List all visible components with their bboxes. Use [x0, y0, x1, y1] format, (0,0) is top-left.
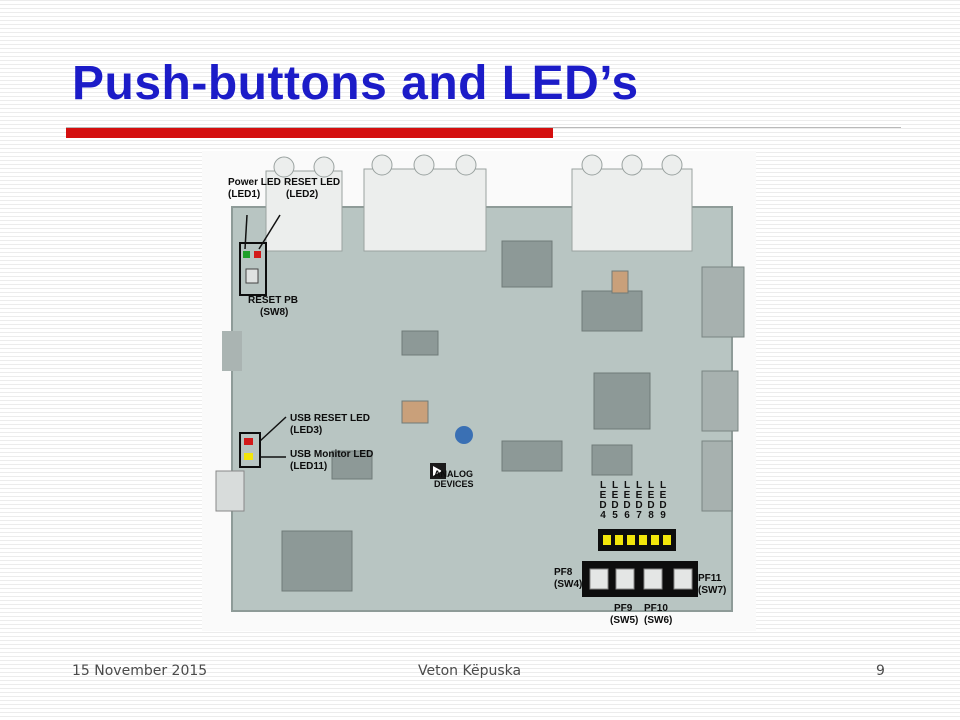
reset-area-box — [239, 242, 267, 296]
power-led-label: Power LED (LED1) — [228, 177, 281, 200]
footer-page-number: 9 — [876, 663, 885, 679]
audio-jacks-right — [571, 154, 693, 252]
audio-jacks-middle — [363, 154, 487, 252]
usb-connector — [215, 470, 245, 512]
board-photo: Power LED (LED1) RESET LED (LED2) RESET … — [202, 151, 756, 631]
pf11-label: PF11 (SW7) — [698, 573, 727, 596]
usb-reset-led-label: USB RESET LED (LED3) — [290, 413, 371, 436]
usb-led-box — [239, 432, 261, 468]
yellow-led-bar — [598, 529, 676, 551]
title-underline — [66, 127, 901, 128]
usb-monitor-led-label: USB Monitor LED (LED11) — [290, 449, 374, 472]
board-illustration — [215, 154, 745, 612]
power-jack — [222, 331, 242, 371]
analog-devices-wordmark: ANALOG DEVICES — [434, 469, 474, 489]
pf8-label: PF8 (SW4) — [554, 567, 583, 590]
pf9-label: PF9 (SW5) — [610, 603, 639, 626]
reset-led-label: RESET LED (LED2) — [284, 177, 341, 200]
pf10-label: PF10 (SW6) — [644, 603, 673, 626]
reset-led-2 — [254, 251, 261, 258]
power-led-1 — [243, 251, 250, 258]
crystal-cap — [455, 426, 473, 444]
led6-label: LED6 — [623, 480, 631, 521]
ics — [281, 240, 651, 592]
footer-author: Veton Këpuska — [418, 663, 522, 679]
reset-pb-label: RESET PB (SW8) — [248, 295, 299, 318]
led8-label: LED8 — [647, 480, 655, 521]
ethernet-connector — [701, 370, 739, 432]
led9-label: LED9 — [659, 480, 667, 521]
led5-label: LED5 — [611, 480, 619, 521]
analog-devices-logo — [430, 463, 446, 479]
user-leds — [603, 535, 671, 545]
audio-jacks-left — [265, 156, 343, 252]
led7-label: LED7 — [635, 480, 643, 521]
led4-label: LED4 — [599, 480, 607, 521]
usb-monitor-led — [244, 453, 253, 460]
expansion-connector — [701, 440, 733, 512]
user-push-buttons — [589, 568, 693, 590]
slide-title: Push-buttons and LED’s — [72, 57, 639, 110]
footer-date: 15 November 2015 — [72, 663, 208, 679]
serial-connector — [701, 266, 745, 338]
usb-reset-led — [244, 438, 253, 445]
reset-push-button — [245, 268, 259, 284]
title-accent-bar — [66, 128, 553, 138]
